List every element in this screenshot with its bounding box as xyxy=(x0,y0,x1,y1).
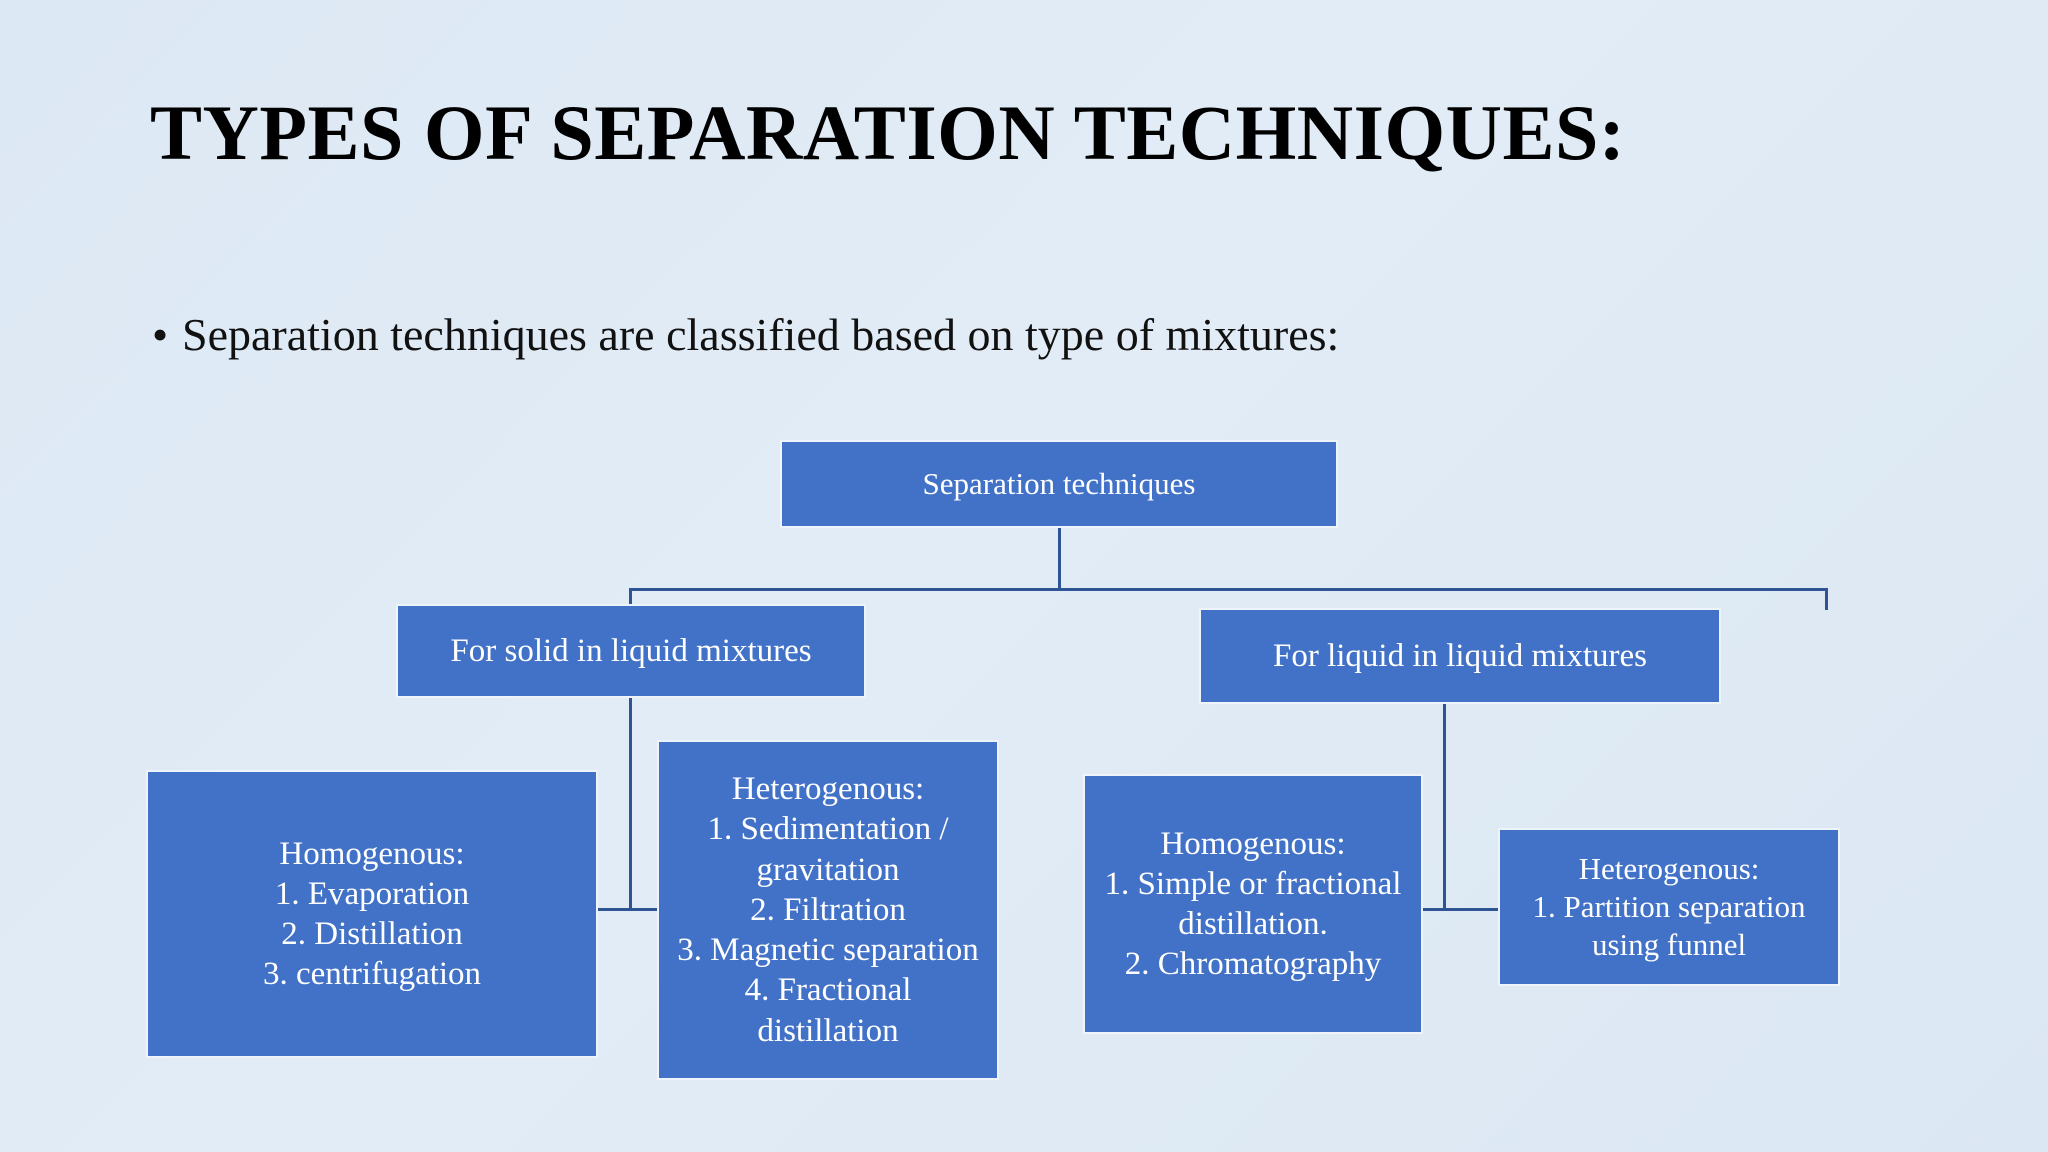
node-liquid-heterogenous[interactable]: Heterogenous: 1. Partition separation us… xyxy=(1498,828,1840,986)
node-liquid-label: For liquid in liquid mixtures xyxy=(1272,637,1647,674)
connector-liquid-to-heterogenous xyxy=(1443,908,1501,911)
node-separation-techniques[interactable]: Separation techniques xyxy=(780,440,1338,528)
node-list-item-continuation: distillation xyxy=(757,1012,899,1049)
connector-liquid-stem xyxy=(1443,704,1446,910)
node-list-item: 1. Partition separation xyxy=(1532,889,1806,925)
node-list-item: 4. Fractional xyxy=(744,972,912,1009)
node-liquid-in-liquid[interactable]: For liquid in liquid mixtures xyxy=(1199,608,1721,704)
node-list-item: 1. Evaporation xyxy=(274,875,470,912)
connector-to-solid-branch xyxy=(629,588,632,606)
node-solid-in-liquid[interactable]: For solid in liquid mixtures xyxy=(396,604,866,698)
node-list-item: 2. Chromatography xyxy=(1124,946,1382,983)
connector-solid-to-homogenous xyxy=(596,908,659,911)
node-list-item-continuation: gravitation xyxy=(756,851,900,888)
node-liquid-homogenous[interactable]: Homogenous: 1. Simple or fractional dist… xyxy=(1083,774,1423,1034)
node-list-item: 2. Filtration xyxy=(750,891,906,928)
connector-liquid-to-homogenous xyxy=(1420,908,1445,911)
node-list-item-continuation: using funnel xyxy=(1591,926,1747,962)
node-root-label: Separation techniques xyxy=(922,466,1196,502)
connector-solid-stem xyxy=(629,698,632,910)
connector-solid-to-heterogenous xyxy=(629,908,659,911)
connector-to-liquid-branch xyxy=(1825,588,1828,610)
node-heading: Heterogenous: xyxy=(731,771,925,808)
bullet-marker-icon: • xyxy=(152,309,169,360)
node-solid-label: For solid in liquid mixtures xyxy=(450,632,812,669)
node-list-item: 1. Simple or fractional xyxy=(1104,865,1402,902)
page-title: TYPES OF SEPARATION TECHNIQUES: xyxy=(150,89,1626,176)
node-list-item: 2. Distillation xyxy=(281,916,463,952)
bullet-paragraph-text: Separation techniques are classified bas… xyxy=(182,309,1340,360)
connector-root-stem xyxy=(1058,528,1061,590)
node-list-item: 1. Sedimentation / xyxy=(707,811,949,848)
node-heading: Homogenous: xyxy=(279,835,465,872)
node-list-item-continuation: distillation. xyxy=(1178,906,1328,942)
node-solid-heterogenous[interactable]: Heterogenous: 1. Sedimentation / gravita… xyxy=(657,740,999,1080)
node-solid-homogenous[interactable]: Homogenous: 1. Evaporation 2. Distillati… xyxy=(146,770,598,1058)
node-list-item: 3. Magnetic separation xyxy=(677,932,979,969)
node-list-item: 3. centrifugation xyxy=(262,956,482,993)
bullet-paragraph: • Separation techniques are classified ba… xyxy=(152,305,1852,366)
node-heading: Homogenous: xyxy=(1160,825,1346,862)
connector-level2-bus xyxy=(629,588,1828,591)
node-heading: Heterogenous: xyxy=(1578,851,1760,887)
